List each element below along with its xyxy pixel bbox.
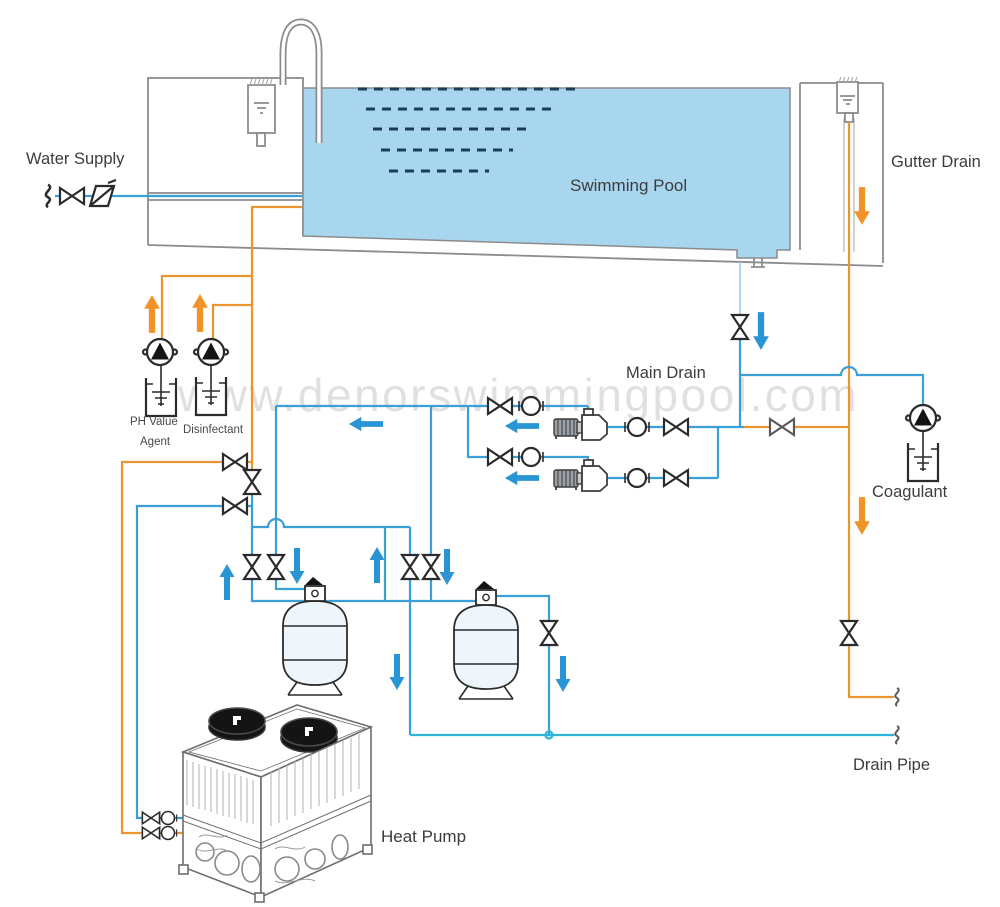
watermark-text: www.denorswimmingpool.com bbox=[178, 369, 860, 421]
float-valve-icon bbox=[247, 78, 276, 147]
balance-tank bbox=[147, 77, 304, 194]
pump2-suction-valve-icon bbox=[486, 447, 514, 467]
pool-water bbox=[302, 87, 791, 259]
gutter-flow-arrow-lower-icon bbox=[854, 497, 870, 535]
disinfectant-label: Disinfectant bbox=[183, 424, 244, 436]
coagulant-tank-icon bbox=[906, 428, 940, 483]
filter-bottom-manifold bbox=[250, 487, 476, 603]
pump2-discharge-check-icon bbox=[623, 467, 651, 489]
manifold-valve-1-icon bbox=[242, 553, 262, 581]
disinfectant-dosing-pipe bbox=[211, 303, 252, 341]
ph-tank-icon bbox=[144, 363, 178, 418]
drain-pipe-break-icon bbox=[894, 724, 900, 746]
heat-pump-inlet-valve-icon bbox=[141, 811, 161, 825]
gutter-flow-arrow-upper-icon bbox=[854, 187, 870, 225]
pump1-flow-arrow-icon bbox=[504, 418, 540, 434]
water-supply-check-valve-icon bbox=[88, 178, 118, 208]
coagulant-label: Coagulant bbox=[872, 483, 948, 501]
drain-pipe-label: Drain Pipe bbox=[853, 756, 931, 774]
backwash-valve-icon bbox=[768, 417, 796, 437]
disinfectant-flow-arrow-icon bbox=[192, 294, 208, 332]
gooseneck-pipe-icon bbox=[279, 18, 323, 143]
water-supply-break-icon bbox=[44, 183, 52, 209]
filter1-riser-arrow-icon bbox=[369, 547, 385, 583]
gutter-drain-label: Gutter Drain bbox=[891, 153, 981, 171]
gutter-outlet-icon bbox=[836, 76, 859, 123]
main-drain-label: Main Drain bbox=[626, 364, 706, 382]
filter1-inlet-arrow-icon bbox=[289, 548, 305, 584]
pump1-suction-valve-icon bbox=[486, 396, 514, 416]
left-column-up-arrow-icon bbox=[219, 564, 235, 600]
water-supply-valve-icon bbox=[58, 186, 86, 206]
water-supply-label: Water Supply bbox=[26, 150, 125, 168]
circulation-pump-1-icon bbox=[553, 408, 608, 441]
orange-piping bbox=[120, 122, 894, 835]
ph-value-label-line1: PH Value bbox=[130, 416, 178, 428]
blue-piping bbox=[55, 194, 925, 820]
heat-pump-return-valve-icon bbox=[221, 452, 249, 472]
coagulant-dosing-pipe bbox=[740, 365, 925, 404]
chemical-dosing bbox=[141, 337, 942, 483]
sand-filter-1-icon bbox=[281, 575, 349, 697]
heat-pump-outlet-valve-icon bbox=[141, 826, 161, 840]
ph-dosing-pipe bbox=[160, 274, 252, 339]
filter2-inlet-arrow-icon bbox=[439, 549, 455, 585]
pump1-discharge-valve-icon bbox=[662, 417, 690, 437]
manifold-valve-2-icon bbox=[266, 553, 286, 581]
filter1-inlet-pipe bbox=[274, 406, 305, 591]
pool-structure bbox=[147, 18, 884, 268]
bypass-valve-icon bbox=[242, 468, 262, 496]
pump2-suction-check-icon bbox=[517, 446, 545, 468]
sand-filter-2-icon bbox=[452, 579, 520, 701]
gutter-structure bbox=[799, 82, 884, 263]
ph-dosing-pump-icon bbox=[141, 337, 179, 367]
main-drain-sump-stub bbox=[751, 258, 765, 268]
filter2-outlet-valve-icon bbox=[539, 619, 559, 647]
coagulant-dosing-pump-icon bbox=[904, 403, 942, 433]
circulation-pump-2-icon bbox=[553, 459, 608, 492]
gutter-drain-valve-icon bbox=[839, 619, 859, 647]
heat-pump-inlet-check-icon bbox=[158, 810, 178, 826]
pool-return-pipe bbox=[250, 205, 302, 477]
valves bbox=[44, 178, 900, 841]
gutter-pipe-break-icon bbox=[894, 686, 900, 708]
pump2-discharge-valve-icon bbox=[662, 468, 690, 488]
manifold-valve-4-icon bbox=[421, 553, 441, 581]
pool-shell-line bbox=[147, 244, 884, 267]
main-drain-flow-arrow-icon bbox=[753, 312, 769, 350]
disinfectant-tank-icon bbox=[194, 362, 228, 417]
pump2-flow-arrow-icon bbox=[504, 470, 540, 486]
heat-pump-outlet-check-icon bbox=[158, 825, 178, 841]
ph-value-label-line2: Agent bbox=[140, 436, 171, 448]
heat-pump-supply-valve-icon bbox=[221, 496, 249, 516]
drain-junction bbox=[544, 730, 554, 740]
heat-pump-label: Heat Pump bbox=[381, 827, 467, 846]
filter2-outlet-pipe bbox=[496, 594, 551, 735]
main-drain-valve-icon bbox=[730, 313, 750, 341]
ph-flow-arrow-icon bbox=[144, 295, 160, 333]
pump1-discharge-check-icon bbox=[623, 416, 651, 438]
filter2-outlet-arrow-icon bbox=[555, 656, 571, 692]
manifold-flow-arrow-icon bbox=[348, 416, 384, 432]
manifold-valve-3-icon bbox=[400, 553, 420, 581]
pump1-suction-check-icon bbox=[517, 395, 545, 417]
water-surface-dashes bbox=[358, 87, 576, 173]
swimming-pool-label: Swimming Pool bbox=[570, 176, 688, 195]
drain-riser-arrow-icon bbox=[389, 654, 405, 690]
gutter-drain-pipe bbox=[847, 122, 894, 699]
heat-pump-illustration bbox=[178, 704, 374, 903]
disinfectant-dosing-pump-icon bbox=[192, 337, 230, 367]
